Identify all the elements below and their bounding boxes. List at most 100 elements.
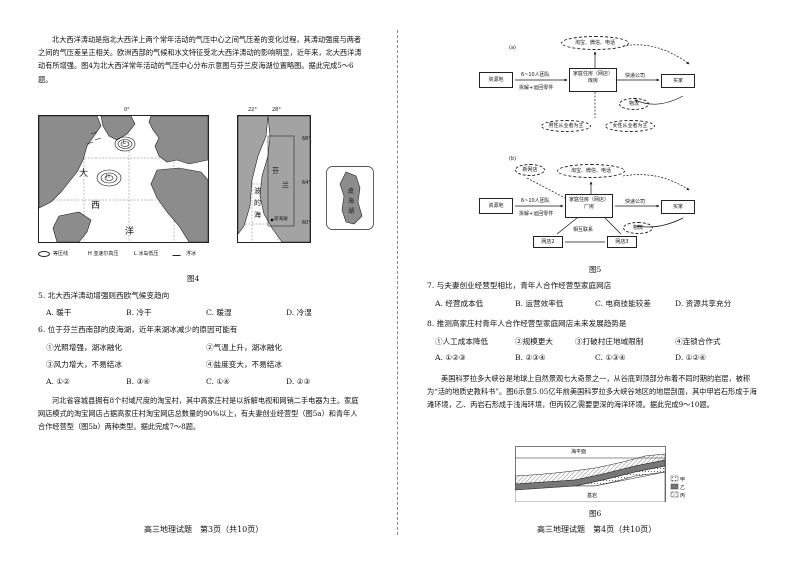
q7-option-b[interactable]: B. 运营效率低 (515, 299, 564, 308)
q7-option-c[interactable]: C. 电商技能较差 (595, 299, 651, 308)
bedrock-label: 基岩 (587, 493, 598, 499)
baltic-label-de: 的 (254, 199, 261, 207)
right-page: (a) 淘宝、微信、电话 资源地 6~10人团队 拆解+运回零件 家庭住房（网店… (397, 0, 794, 561)
finland-label-fen: 芬 (272, 167, 279, 175)
q8-option-b[interactable]: B. ②③④ (515, 353, 546, 362)
ocean-label-da: 大 (79, 169, 89, 179)
legend-isobar: 等压线 (53, 251, 69, 257)
q6-option-b[interactable]: B. ③④ (126, 377, 151, 386)
figure5a-diagram: (a) 淘宝、微信、电话 资源地 6~10人团队 拆解+运回零件 家庭住房（网店… (397, 0, 794, 150)
intro-paragraph-taobao: 河北省容城县拥有8个村域尺度的淘宝村，其中高家庄村是以拆解电视和网销二手电器为主… (38, 396, 359, 432)
fig5b-shop3: 网店3 (607, 236, 637, 248)
fig5b-channels: 淘宝、微信、电话 (557, 164, 625, 178)
fig5b-dismantle: 拆解+运回零件 (519, 211, 554, 217)
q6-option-c[interactable]: C. ①④ (206, 377, 230, 386)
fig5b-factory: 厂房 (583, 204, 594, 210)
footer-page-4: 高三地理试题 第4页（共10页） (537, 525, 657, 534)
fig5b-buyer: 买家 (661, 200, 695, 214)
lon-28-label: 28° (272, 107, 281, 113)
legend-jia: 甲 (680, 477, 686, 483)
figure5b-arrows (515, 174, 690, 243)
legend-iceland: L 冰岛低压 (134, 251, 159, 257)
figure5b-diagram: (b) 新网店 淘宝、微信、电话 资源地 6~10人团队 拆解+运回零件 家庭住… (397, 150, 794, 260)
fig5a-dismantle: 拆解+运回零件 (519, 85, 554, 91)
isobar-legend-icon (38, 251, 50, 257)
fig5a-express: 快递公司 (625, 73, 646, 79)
sea-level-label: 海平面 (571, 449, 587, 455)
q6-item-3: ③风力增大，不易结冰 (46, 360, 122, 369)
q6-option-d[interactable]: D. ②③ (286, 377, 311, 386)
figure6-drawing (514, 446, 679, 503)
q5-option-a[interactable]: A. 暖干 (46, 308, 72, 317)
lake-label-hu: 湖 (348, 208, 355, 215)
fig5b-source: 资源地 (479, 198, 513, 214)
q5-option-c[interactable]: C. 暖湿 (206, 308, 232, 317)
ocean-label-yang: 洋 (125, 227, 135, 237)
page-divider (397, 30, 398, 535)
legend-ice: 浮冰 (186, 251, 197, 257)
ocean-label-xi: 西 (91, 201, 101, 211)
azores-high-label: H (106, 174, 110, 180)
legend-azores: H 亚速尔高压 (88, 251, 119, 257)
q8-item-4: ④连锁合作式 (675, 337, 721, 346)
floating-ice-icon (172, 250, 184, 256)
figure4-legend: 等压线 H 亚速尔高压 L 冰岛低压 浮冰 (38, 249, 268, 259)
question-7: 7. 与夫妻创业经营型相比，青年人合作经营型家庭网店 (427, 281, 612, 290)
intro-paragraph-nao: 北大西洋涛动是指北大西洋上两个常年活动的气压中心之间气压差的变化过程，其涛动强度… (38, 35, 362, 84)
fig5b-express: 快递公司 (625, 199, 646, 205)
fig5a-home: 家庭住房（网店） (572, 71, 613, 77)
footer-page-3: 高三地理试题 第3页（共10页） (144, 525, 264, 534)
fig5a-channels: 淘宝、微信、电话 (561, 36, 629, 50)
lake-detail-inset: 皮 海 湖 (326, 166, 374, 230)
atlantic-map-drawing (38, 115, 209, 243)
q8-item-1: ①人工成本降低 (435, 337, 489, 346)
lake-location-label: 皮海湖 (274, 217, 288, 222)
figure4-finland-map: 芬 兰 波 的 海 皮海湖 (237, 115, 311, 243)
legend-yi: 乙 (680, 485, 686, 491)
fig5b-tag: (b) (509, 156, 517, 162)
q6-option-a[interactable]: A. ①② (46, 377, 70, 386)
fig5b-logistics: 物流 (623, 222, 653, 234)
q8-option-d[interactable]: D. ①②④ (675, 353, 707, 362)
figure6-cross-section: 海平面 基岩 甲 乙 丙 (514, 446, 695, 503)
q7-option-d[interactable]: D. 资源共享充分 (675, 299, 732, 308)
baltic-label-hai: 海 (254, 211, 261, 219)
fig5b-shop2: 网店2 (533, 236, 563, 248)
q5-option-d[interactable]: D. 冷湿 (286, 308, 312, 317)
finland-label-lan: 兰 (282, 181, 289, 189)
fig5a-team: 6~10人团队 (521, 72, 550, 78)
question-6: 6. 位于芬兰西南部的皮海湖，近年来湖冰减少的原因可能有 (38, 325, 238, 334)
lat-68-label: 68° (302, 136, 311, 142)
lake-label-pi: 皮 (348, 188, 355, 195)
fig5a-warehouse: 库房 (587, 78, 598, 84)
lat-64-label: 64° (302, 180, 311, 186)
lake-label-hai: 海 (348, 198, 355, 205)
q7-option-a[interactable]: A. 经营成本低 (435, 299, 484, 308)
iceland-low-label: L (123, 140, 126, 146)
fig5a-female: 女性从业者为主 (605, 120, 655, 132)
q5-option-b[interactable]: B. 冷干 (126, 308, 152, 317)
left-page: 北大西洋涛动是指北大西洋上两个常年活动的气压中心之间气压差的变化过程，其涛动强度… (38, 35, 374, 534)
figure5-caption: 图5 (589, 265, 602, 274)
fig5a-source: 资源地 (479, 72, 513, 88)
figure4-main-map: L H 大 西 洋 (38, 115, 209, 243)
lon-22-label: 22° (248, 107, 257, 113)
fig5a-buyer: 买家 (661, 74, 695, 88)
lat-60-label: 60° (302, 220, 311, 226)
q8-option-c[interactable]: C. ①③④ (595, 353, 626, 362)
fig5b-team: 6~10人团队 (521, 198, 550, 204)
q8-option-a[interactable]: A. ①②③ (435, 353, 466, 362)
q6-item-2: ②气温上升，湖冰融化 (206, 343, 282, 352)
lake-detail-drawing (326, 166, 374, 230)
q8-item-3: ③打破村庄地域限制 (575, 337, 644, 346)
question-8: 8. 推测高家庄村青年人合作经营型家庭网店未来发展趋势是 (427, 319, 627, 328)
fig5b-home-factory: 家庭住房（网店） 厂房 (565, 194, 613, 218)
fig5a-home-store: 家庭住房（网店） 库房 (569, 68, 617, 92)
question-5: 5. 北大西洋涛动增强则西欧气候变趋向 (38, 291, 170, 300)
q6-item-1: ①光照增强，湖冰融化 (46, 343, 122, 352)
fig5a-logistics: 物流 (619, 98, 649, 110)
intro-paragraph-grand-canyon: 美国科罗拉多大峡谷是地球上自然景观七大奇景之一，从谷底到顶部分布着不同时期的岩层… (427, 374, 757, 410)
figure6-caption: 图6 (589, 509, 602, 518)
finland-map-drawing (237, 115, 311, 243)
fig5b-contact: 相互联系 (573, 227, 594, 233)
